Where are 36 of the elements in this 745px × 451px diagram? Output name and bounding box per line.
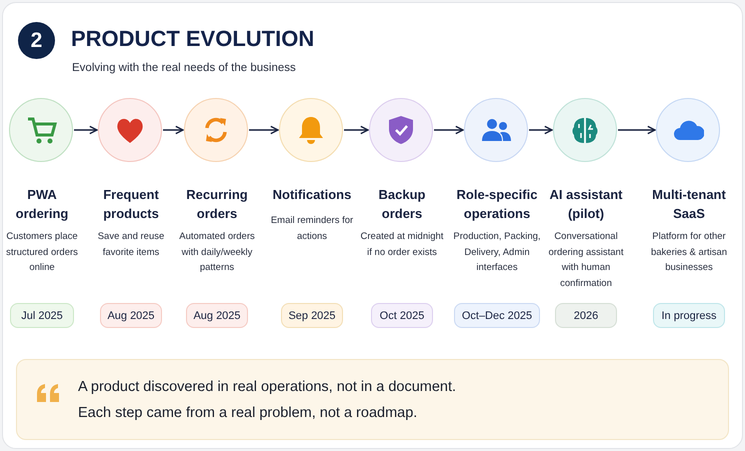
date-tag: Aug 2025: [100, 303, 162, 328]
subtitle: Evolving with the real needs of the business: [72, 62, 296, 74]
step-title: Notifications: [272, 186, 352, 204]
arrow: [529, 126, 553, 134]
date-tag: Sep 2025: [281, 303, 343, 328]
step-description: Automated orders with daily/weekly patterns: [178, 230, 256, 275]
step-title: Frequent products: [102, 186, 160, 223]
date-tag: In progress: [653, 303, 725, 328]
arrow: [618, 126, 656, 134]
date-tag: Jul 2025: [10, 303, 74, 328]
arrow: [249, 126, 279, 134]
arrow: [434, 126, 464, 134]
step-description: Conversational ordering assistant with human confirmation: [548, 230, 624, 290]
step-title: Backup orders: [378, 186, 426, 223]
date-tag: Oct–Dec 2025: [454, 303, 540, 328]
date-tag: Aug 2025: [186, 303, 248, 328]
step-description: Save and reuse favorite items: [96, 230, 166, 260]
quote-text: A product discovered in real operations, not in a document.: [78, 379, 456, 395]
arrow: [163, 126, 184, 134]
arrow: [74, 126, 98, 134]
arrow: [344, 126, 369, 134]
step-title: Multi-tenant SaaS: [651, 186, 727, 223]
step-description: Email reminders for actions: [270, 214, 354, 244]
step-title: AI assistant (pilot): [548, 186, 624, 223]
step-description: Created at midnight if no order exists: [360, 230, 444, 260]
title: PRODUCT EVOLUTION: [71, 26, 314, 52]
step-description: Customers place structured orders online: [5, 230, 79, 275]
quote-text: Each step came from a real problem, not a roadmap.: [78, 405, 418, 421]
step-title: Role-specific operations: [456, 186, 538, 223]
step-title: Recurring orders: [185, 186, 249, 223]
number-badge: 2: [18, 22, 55, 59]
step-description: Platform for other bakeries & artisan businesses: [650, 230, 728, 275]
date-tag: 2026: [555, 303, 617, 328]
date-tag: Oct 2025: [371, 303, 433, 328]
step-title: PWA ordering: [14, 186, 70, 223]
step-description: Production, Packing, Delivery, Admin interfaces: [452, 230, 542, 275]
